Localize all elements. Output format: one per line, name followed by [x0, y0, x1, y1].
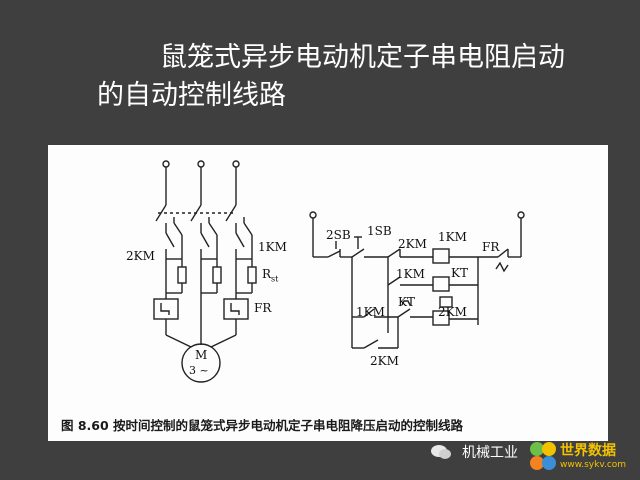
terminal-l1 — [162, 160, 170, 168]
control-circuit — [309, 211, 525, 349]
label-resistor-r: R — [262, 267, 272, 281]
label-2sb: 2SB — [326, 228, 351, 242]
logo-url: www.sykv.com — [560, 460, 627, 470]
thermal-relay-fr-2 — [223, 298, 249, 320]
watermark-text: 机械工业 — [462, 445, 518, 461]
resistor-rst-3 — [247, 266, 257, 284]
label-2km-coil: 2KM — [438, 305, 467, 319]
label-1sb: 1SB — [367, 224, 392, 238]
coil-1km — [432, 248, 450, 264]
label-resistor: Rst — [262, 267, 278, 283]
title-line-1: 鼠笼式异步电动机定子串电阻启动 — [160, 42, 565, 73]
control-terminal-left — [309, 211, 317, 219]
control-terminal-right — [517, 211, 525, 219]
wechat-icon — [431, 445, 451, 459]
motor-symbol — [181, 343, 221, 383]
main-circuit — [153, 160, 257, 383]
label-motor-spec: 3 ~ — [189, 364, 209, 377]
label-1km-main: 1KM — [258, 240, 287, 254]
logo-text: 世界数据 — [560, 443, 616, 459]
thermal-relay-fr-1 — [153, 298, 179, 320]
label-fr-ctrl: FR — [482, 240, 500, 254]
figure-caption: 图 8.60 按时间控制的鼠笼式异步电动机定子串电阻降压启动的控制线路 — [61, 418, 464, 433]
kt-delay-box — [439, 296, 453, 308]
circuit-diagram-panel: 2KM 1KM Rst FR M 3 ~ 2SB 1SB 2KM 1KM FR … — [48, 145, 608, 441]
terminal-l2 — [197, 160, 205, 168]
terminal-l3 — [232, 160, 240, 168]
watermark: 机械工业 — [430, 440, 518, 464]
coil-2km — [432, 310, 450, 326]
colored-dots-icon — [530, 442, 556, 470]
title-line-2: 的自动控制线路 — [97, 80, 286, 111]
label-2km-nc: 2KM — [398, 237, 427, 251]
label-1km-coil: 1KM — [438, 230, 467, 244]
label-kt-contact: KT — [398, 295, 415, 309]
resistor-rst-2 — [212, 266, 222, 284]
label-fr-main: FR — [254, 301, 272, 315]
label-2km-main: 2KM — [126, 249, 155, 263]
coil-kt — [432, 276, 450, 292]
label-resistor-sub: st — [271, 274, 279, 284]
circuit-diagram — [153, 160, 525, 383]
label-kt-coil: KT — [451, 266, 468, 280]
label-2km-hold: 2KM — [370, 354, 399, 368]
site-logo: 世界数据 www.sykv.com — [528, 440, 636, 476]
label-1km-aux: 1KM — [396, 267, 425, 281]
label-motor: M — [195, 348, 208, 362]
resistor-rst-1 — [177, 266, 187, 284]
label-1km-hold: 1KM — [356, 305, 385, 319]
